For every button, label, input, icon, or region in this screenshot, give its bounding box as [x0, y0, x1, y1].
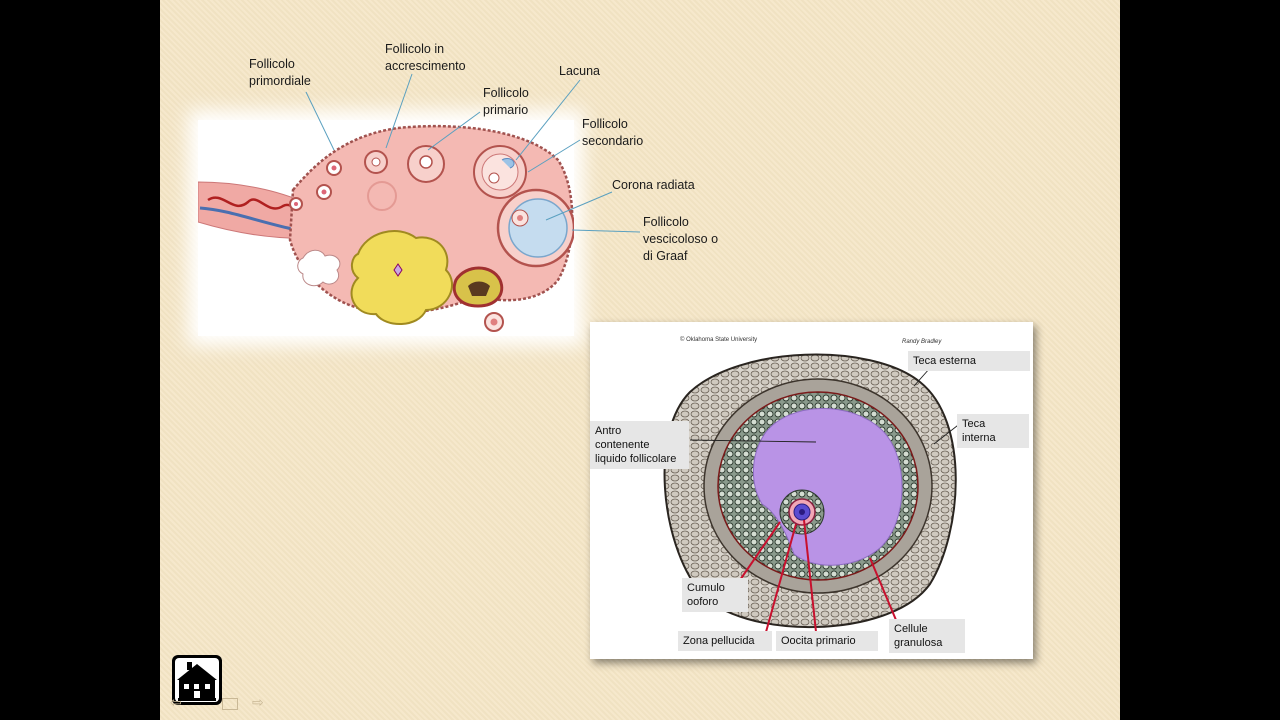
house-icon: [177, 662, 217, 701]
label-follicolo-secondario: Follicolo secondario: [582, 117, 644, 148]
arrow-right-icon[interactable]: ⇨: [252, 694, 264, 710]
label-corona-radiata: Corona radiata: [612, 178, 695, 192]
leader-cumulo: [739, 521, 781, 581]
leader-graaf: [571, 229, 641, 233]
leader-teca-esterna: [913, 367, 931, 387]
follicle-panel: © Oklahoma State University Randy Bradle…: [590, 322, 1033, 659]
leader-antro: [689, 439, 817, 443]
label-oocita-primario: Oocita primario: [776, 631, 878, 651]
signature-text: Randy Bradley: [902, 339, 942, 345]
label-follicolo-graaf: Follicolo vescicoloso o di Graaf: [643, 215, 719, 263]
arrow-left-icon[interactable]: ⇦: [170, 694, 182, 710]
corpus-luteum: [350, 230, 453, 326]
label-zona-pellucida: Zona pellucida: [678, 631, 772, 651]
ovary-panel: [197, 120, 576, 336]
ovary-diagram: [197, 124, 576, 332]
label-follicolo-primordiale: Follicolo primordiale: [249, 57, 311, 88]
label-lacuna: Lacuna: [559, 64, 601, 78]
home-button[interactable]: [172, 655, 222, 705]
label-teca-esterna: Teca esterna: [908, 351, 1030, 371]
atretic-follicle: [367, 181, 397, 211]
follicle-diagram: [663, 353, 963, 633]
label-cumulo-ooforo: Cumulo ooforo: [682, 578, 748, 612]
label-antro: Antro contenente liquido follicolare: [590, 421, 689, 469]
label-cellule-granulosa: Cellule granulosa: [889, 619, 965, 653]
copyright-text: © Oklahoma State University: [680, 337, 758, 343]
end-show-icon[interactable]: [222, 698, 238, 710]
leader-granulosa: [869, 557, 897, 621]
label-follicolo-accrescimento: Follicolo in accrescimento: [385, 42, 466, 73]
label-teca-interna: Teca interna: [957, 414, 1029, 448]
corpus-albicans: [297, 249, 341, 287]
label-follicolo-primario: Follicolo primario: [483, 86, 529, 117]
leader-oocita: [803, 519, 817, 633]
leader-zona: [765, 523, 797, 633]
slide: Follicolo primordiale Follicolo in accre…: [160, 0, 1120, 720]
